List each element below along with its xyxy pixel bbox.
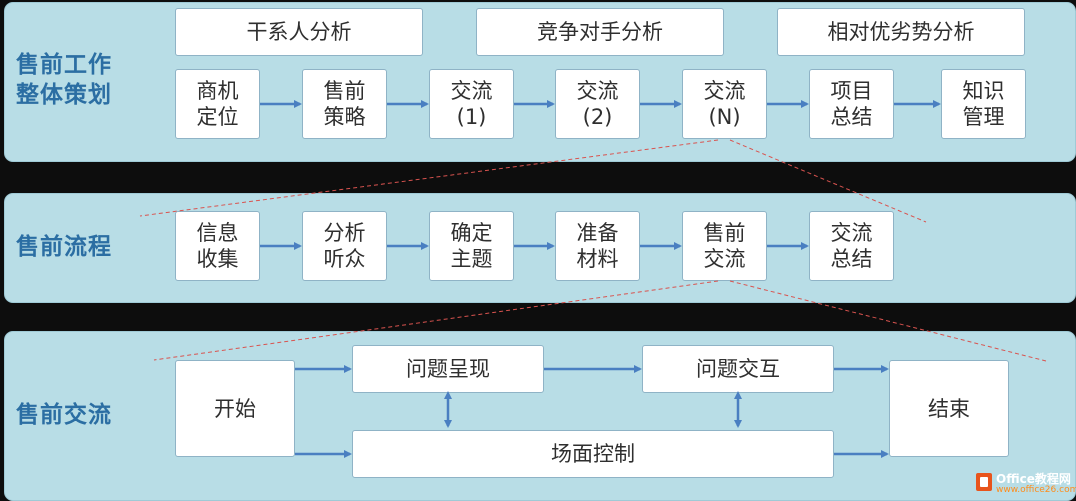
step-topic-definition: 确定 主题 (429, 211, 514, 281)
section3-title: 售前交流 (16, 402, 112, 428)
step-exchange-n: 交流 (N) (682, 69, 767, 139)
section-presales-process (4, 193, 1076, 303)
step-opportunity-positioning: 商机 定位 (175, 69, 260, 139)
step-material-preparation: 准备 材料 (555, 211, 640, 281)
problem-interaction-box: 问题交互 (642, 345, 834, 393)
step-presales-exchange: 售前 交流 (682, 211, 767, 281)
end-node: 结束 (889, 360, 1009, 457)
step-info-collection: 信息 收集 (175, 211, 260, 281)
section2-title: 售前流程 (16, 234, 112, 260)
stakeholder-analysis-box: 干系人分析 (175, 8, 423, 56)
relative-strength-analysis-box: 相对优劣势分析 (777, 8, 1025, 56)
logo-brand-text: Office教程网 (996, 472, 1071, 486)
logo-url-text: www.office26.com (996, 485, 1076, 495)
section1-title: 售前工作 整体策划 (16, 52, 112, 108)
problem-presentation-box: 问题呈现 (352, 345, 544, 393)
step-audience-analysis: 分析 听众 (302, 211, 387, 281)
step-presales-strategy: 售前 策略 (302, 69, 387, 139)
step-exchange-summary: 交流 总结 (809, 211, 894, 281)
competitor-analysis-box: 竞争对手分析 (476, 8, 724, 56)
step-project-summary: 项目 总结 (809, 69, 894, 139)
step-knowledge-management: 知识 管理 (941, 69, 1026, 139)
step-exchange-2: 交流 (2) (555, 69, 640, 139)
scene-control-box: 场面控制 (352, 430, 834, 478)
office-logo-icon (976, 473, 992, 491)
office-tutorial-logo: Office教程网 www.office26.com (974, 468, 1076, 498)
step-exchange-1: 交流 (1) (429, 69, 514, 139)
start-node: 开始 (175, 360, 295, 457)
